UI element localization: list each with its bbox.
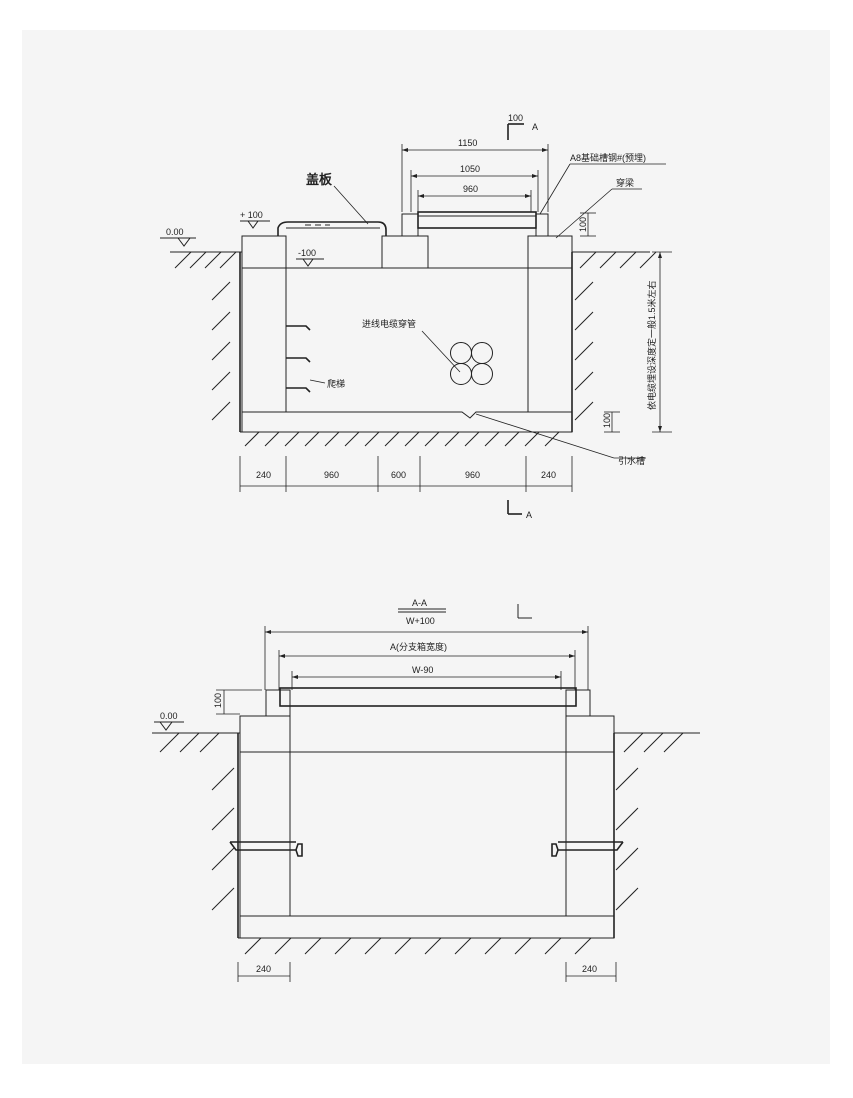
concrete-cap-right bbox=[527, 235, 573, 269]
brick-wall-left bbox=[241, 267, 287, 413]
svg-text:A(分支箱宽度): A(分支箱宽度) bbox=[390, 641, 447, 652]
aa-dim-right-240: 240 bbox=[565, 962, 617, 982]
dim-100-bottom: 100 bbox=[602, 411, 620, 433]
ground-hatch-bottom bbox=[240, 431, 572, 447]
dim-960: 960 bbox=[417, 184, 532, 212]
svg-text:240: 240 bbox=[256, 964, 271, 974]
dim-100-top: 100 bbox=[578, 212, 596, 237]
aa-concrete-right bbox=[565, 715, 615, 753]
label-drain: 引水槽 bbox=[618, 455, 645, 466]
svg-text:240: 240 bbox=[541, 470, 556, 480]
svg-text:0.00: 0.00 bbox=[160, 711, 178, 721]
svg-text:A: A bbox=[532, 122, 538, 132]
aa-brick-right bbox=[565, 751, 615, 917]
label-ladder: 爬梯 bbox=[327, 378, 345, 389]
top-section: 0.00 + 100 -100 100 A A bbox=[160, 113, 672, 520]
dim-depth: 依电缆埋设深度定一般1.5米左右 bbox=[646, 251, 672, 433]
svg-text:1150: 1150 bbox=[458, 138, 477, 148]
level-marker-plus100: + 100 bbox=[240, 210, 270, 229]
dim-1050: 1050 bbox=[410, 164, 539, 212]
aa-brick-left bbox=[239, 751, 291, 917]
ladder-rungs bbox=[286, 325, 311, 393]
svg-text:960: 960 bbox=[463, 184, 478, 194]
label-cable-pipe: 进线电缆穿管 bbox=[362, 318, 416, 329]
label-through-beam: 穿梁 bbox=[616, 177, 634, 188]
label-channel-steel: A8基础槽钢#(预埋) bbox=[570, 152, 646, 163]
concrete-cap-mid bbox=[381, 235, 429, 269]
dim-w-minus-90: W-90 bbox=[291, 665, 562, 690]
svg-text:240: 240 bbox=[256, 470, 271, 480]
svg-text:-100: -100 bbox=[298, 248, 316, 258]
ground-hatch-aa bbox=[152, 732, 700, 955]
ground-hatch-left bbox=[170, 251, 242, 421]
aa-channel-steel bbox=[279, 687, 577, 707]
svg-text:100: 100 bbox=[508, 113, 523, 123]
aa-through-beams bbox=[229, 841, 624, 857]
section-title: A-A bbox=[412, 598, 427, 608]
section-mark-bottom: A bbox=[507, 500, 532, 520]
dim-a-width: A(分支箱宽度) bbox=[278, 641, 576, 690]
svg-text:依电缆埋设深度定一般1.5米左右: 依电缆埋设深度定一般1.5米左右 bbox=[646, 280, 657, 410]
svg-text:+ 100: + 100 bbox=[240, 210, 263, 220]
dim-1150: 1150 bbox=[401, 138, 549, 212]
svg-text:600: 600 bbox=[391, 470, 406, 480]
ground-hatch-right bbox=[572, 251, 657, 421]
dim-bottom-chain: 240 960 600 960 240 bbox=[239, 456, 573, 492]
channel-steel-base bbox=[417, 211, 537, 229]
dim-w-plus-100 bbox=[264, 626, 589, 690]
svg-text:0.00: 0.00 bbox=[166, 227, 184, 237]
level-marker-ground: 0.00 bbox=[160, 227, 196, 247]
concrete-cap-left bbox=[241, 235, 287, 269]
level-marker-aa: 0.00 bbox=[154, 711, 184, 731]
drawing-sheet bbox=[22, 30, 830, 1064]
floor-slab bbox=[241, 411, 573, 433]
section-aa: A-A W+100 A(分支箱宽度) W-90 bbox=[152, 598, 700, 982]
aa-dim-left-240: 240 bbox=[237, 962, 291, 982]
svg-text:A: A bbox=[526, 510, 532, 520]
section-mark-top: 100 A bbox=[507, 113, 538, 140]
svg-text:960: 960 bbox=[324, 470, 339, 480]
svg-text:W-90: W-90 bbox=[412, 665, 433, 675]
cover-plate bbox=[277, 221, 387, 236]
svg-text:240: 240 bbox=[582, 964, 597, 974]
aa-floor-slab bbox=[239, 915, 615, 939]
svg-text:100: 100 bbox=[213, 693, 223, 708]
svg-text:960: 960 bbox=[465, 470, 480, 480]
svg-text:W+100: W+100 bbox=[406, 616, 435, 626]
svg-text:1050: 1050 bbox=[460, 164, 480, 174]
brick-wall-right bbox=[527, 267, 573, 413]
svg-text:100: 100 bbox=[578, 217, 588, 232]
cable-pipes bbox=[450, 342, 493, 385]
label-cover-plate: 盖板 bbox=[306, 172, 333, 187]
dim-100-aa: 100 bbox=[213, 689, 262, 715]
level-marker-minus100: -100 bbox=[296, 248, 324, 267]
svg-text:100: 100 bbox=[602, 413, 612, 428]
aa-concrete-left bbox=[239, 715, 291, 753]
